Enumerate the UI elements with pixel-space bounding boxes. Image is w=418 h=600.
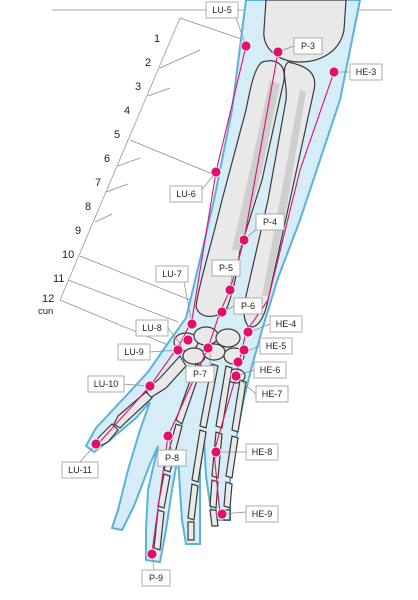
label-lu-7: LU-7	[155, 265, 189, 283]
label-he-3: HE-3	[349, 63, 383, 81]
svg-text:P-9: P-9	[149, 573, 163, 583]
point-he-8	[210, 446, 222, 458]
ruler-mark: 11	[53, 273, 64, 285]
point-p-8	[162, 430, 174, 442]
ruler-mark: 8	[85, 201, 91, 213]
acupuncture-points	[90, 40, 340, 560]
svg-text:LU-11: LU-11	[68, 465, 92, 475]
ruler-mark: 7	[95, 177, 101, 189]
point-he-3	[328, 66, 340, 78]
label-lu-9: LU-9	[117, 343, 151, 361]
label-he-8: HE-8	[245, 443, 279, 461]
point-lu-10	[144, 380, 156, 392]
point-lu-9	[172, 344, 184, 356]
svg-text:LU-7: LU-7	[162, 269, 182, 279]
point-labels: LU-5 P-3 HE-3 LU-6 P-4 LU-7 P-5 P-6 HE-4…	[61, 1, 383, 587]
point-p-3	[272, 46, 284, 58]
point-p-7	[202, 342, 214, 354]
svg-text:HE-5: HE-5	[266, 341, 287, 351]
point-p-6	[216, 306, 228, 318]
point-he-5	[238, 344, 250, 356]
label-he-9: HE-9	[245, 505, 279, 523]
label-lu-11: LU-11	[61, 461, 99, 479]
svg-text:P-7: P-7	[193, 369, 207, 379]
label-lu-5: LU-5	[205, 1, 239, 19]
svg-text:P-8: P-8	[165, 453, 179, 463]
point-p-5	[224, 284, 236, 296]
svg-text:HE-6: HE-6	[260, 365, 281, 375]
label-p-5: P-5	[211, 259, 241, 277]
ruler-mark: 3	[135, 81, 141, 93]
label-he-6: HE-6	[253, 361, 287, 379]
label-p-4: P-4	[255, 213, 285, 231]
point-p-9	[146, 548, 158, 560]
svg-text:HE-3: HE-3	[356, 67, 377, 77]
point-p-4	[238, 234, 250, 246]
svg-text:LU-9: LU-9	[124, 347, 144, 357]
label-lu-8: LU-8	[135, 319, 169, 337]
lung-meridian-line	[97, 45, 247, 445]
forearm-bones	[195, 0, 347, 328]
svg-text:P-5: P-5	[219, 263, 233, 273]
label-lu-10: LU-10	[87, 375, 125, 393]
ruler-mark: 5	[114, 129, 120, 141]
svg-text:HE-9: HE-9	[252, 509, 273, 519]
point-he-4	[242, 326, 254, 338]
point-lu-11	[90, 438, 102, 450]
label-he-4: HE-4	[269, 315, 303, 333]
point-he-7	[230, 370, 242, 382]
ruler-unit: cun	[38, 306, 53, 317]
point-he-9	[216, 508, 228, 520]
label-p-8: P-8	[157, 449, 187, 467]
label-p-7: P-7	[185, 365, 215, 383]
ruler-mark: 6	[104, 153, 110, 165]
ruler-mark: 9	[75, 225, 81, 237]
cun-ruler: 1 2 3 4 5 6 7 8 9 10 11 12 cun	[38, 9, 392, 346]
svg-text:LU-6: LU-6	[176, 189, 196, 199]
label-p-9: P-9	[141, 569, 171, 587]
label-lu-6: LU-6	[169, 185, 203, 203]
label-p-3: P-3	[293, 37, 323, 55]
ruler-mark: 10	[62, 249, 74, 261]
svg-text:P-3: P-3	[301, 41, 315, 51]
svg-text:HE-8: HE-8	[252, 447, 273, 457]
ruler-mark: 1	[154, 33, 160, 45]
ruler-mark: 2	[145, 57, 151, 69]
svg-text:HE-4: HE-4	[276, 319, 297, 329]
point-lu-7	[186, 318, 198, 330]
svg-text:LU-10: LU-10	[94, 379, 119, 389]
label-p-6: P-6	[233, 297, 263, 315]
label-he-5: HE-5	[259, 337, 293, 355]
svg-text:HE-7: HE-7	[262, 389, 283, 399]
svg-text:P-6: P-6	[241, 301, 255, 311]
point-lu-5	[240, 40, 252, 52]
point-he-6	[232, 356, 244, 368]
ruler-mark: 4	[124, 105, 130, 117]
svg-text:LU-5: LU-5	[212, 5, 232, 15]
svg-text:LU-8: LU-8	[142, 323, 162, 333]
point-lu-8	[182, 334, 194, 346]
label-he-7: HE-7	[255, 385, 289, 403]
svg-text:P-4: P-4	[263, 217, 277, 227]
point-lu-6	[210, 166, 222, 178]
ruler-mark: 12	[42, 293, 54, 305]
